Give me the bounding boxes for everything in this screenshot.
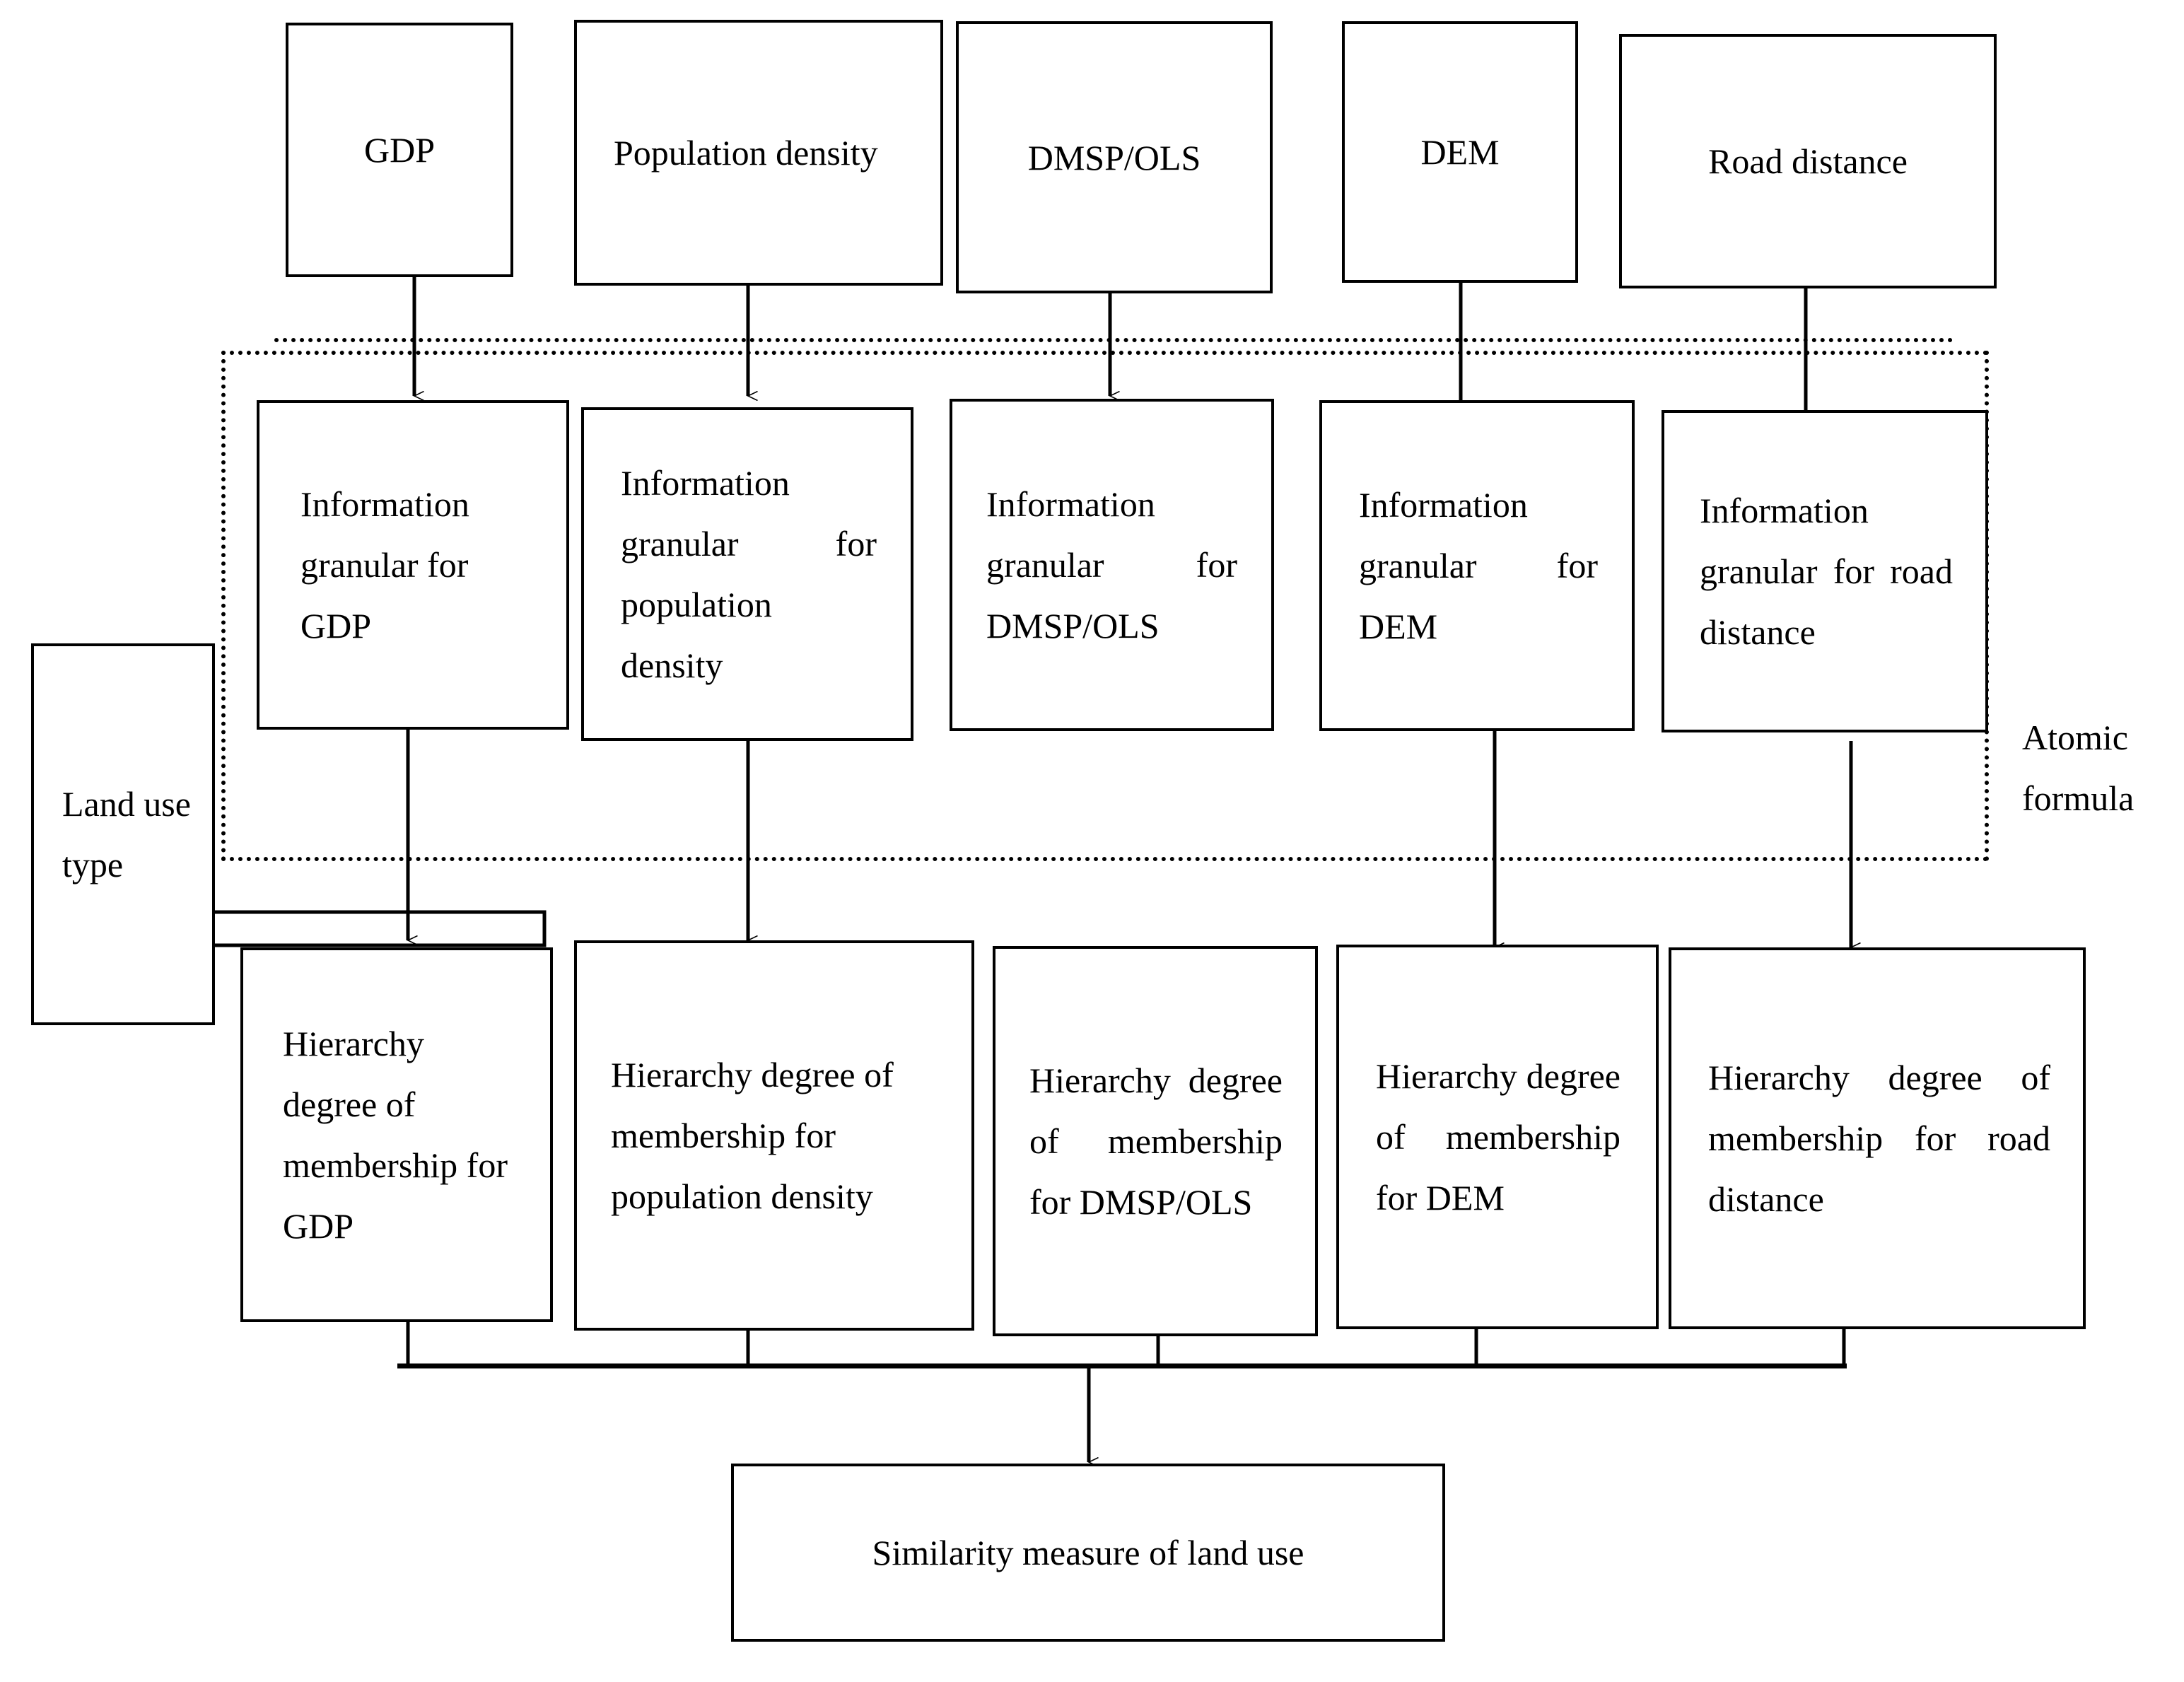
source-box-gdp[interactable]: GDP [286, 23, 513, 277]
membership-box-dem[interactable]: Hierarchy degree of membership for DEM [1336, 945, 1659, 1329]
membership-box-road-distance-label: Hierarchy degree of membership for road … [1708, 1058, 2050, 1219]
membership-box-dmsp-ols[interactable]: Hierarchy degree of membership for DMSP/… [993, 946, 1318, 1336]
membership-box-gdp[interactable]: Hierarchy degree of membership for GDP [240, 947, 553, 1322]
membership-box-population-density-label: Hierarchy degree of membership for popul… [611, 1055, 894, 1216]
granular-box-dem-label: Information granular for DEM [1359, 485, 1598, 646]
source-box-road-distance-label: Road distance [1708, 141, 1908, 181]
granular-box-gdp[interactable]: Information granular for GDP [257, 400, 569, 730]
output-box-similarity-measure[interactable]: Similarity measure of land use [731, 1464, 1445, 1642]
membership-box-gdp-label: Hierarchy degree of membership for GDP [283, 1024, 508, 1246]
membership-box-dmsp-ols-label: Hierarchy degree of membership for DMSP/… [1029, 1061, 1283, 1222]
link-land-use-type-elbow [209, 910, 547, 947]
atomic-formula-upper-dotted-line [274, 338, 1954, 342]
source-box-dem[interactable]: DEM [1342, 21, 1578, 283]
source-box-dem-label: DEM [1420, 132, 1500, 172]
source-box-dmsp-ols-label: DMSP/OLS [1027, 137, 1201, 177]
atomic-formula-label: Atomic formula [2022, 707, 2178, 829]
granular-box-dmsp-ols-label: Information granular for DMSP/OLS [986, 484, 1237, 646]
granular-box-population-density[interactable]: Information granular for population dens… [581, 407, 913, 741]
land-use-type-label: Land use type [62, 784, 191, 884]
membership-box-dem-label: Hierarchy degree of membership for DEM [1376, 1056, 1621, 1217]
membership-box-population-density[interactable]: Hierarchy degree of membership for popul… [574, 940, 974, 1331]
granular-box-gdp-label: Information granular for GDP [300, 484, 469, 646]
granular-box-road-distance[interactable]: Information granular for road distance [1662, 410, 1988, 732]
output-box-similarity-measure-label: Similarity measure of land use [872, 1533, 1304, 1572]
granular-box-population-density-label: Information granular for population dens… [621, 463, 877, 685]
atomic-formula-label-text: Atomic formula [2022, 718, 2135, 818]
granular-box-road-distance-label: Information granular for road distance [1700, 491, 1953, 652]
membership-box-road-distance[interactable]: Hierarchy degree of membership for road … [1669, 947, 2086, 1329]
source-box-dmsp-ols[interactable]: DMSP/OLS [956, 21, 1273, 293]
source-box-road-distance[interactable]: Road distance [1619, 34, 1997, 288]
source-box-population-density-label: Population density [614, 133, 878, 173]
granular-box-dem[interactable]: Information granular for DEM [1319, 400, 1635, 731]
granular-box-dmsp-ols[interactable]: Information granular for DMSP/OLS [950, 399, 1274, 731]
land-use-type-box[interactable]: Land use type [31, 643, 215, 1025]
source-box-gdp-label: GDP [363, 130, 436, 170]
source-box-population-density[interactable]: Population density [574, 20, 943, 286]
